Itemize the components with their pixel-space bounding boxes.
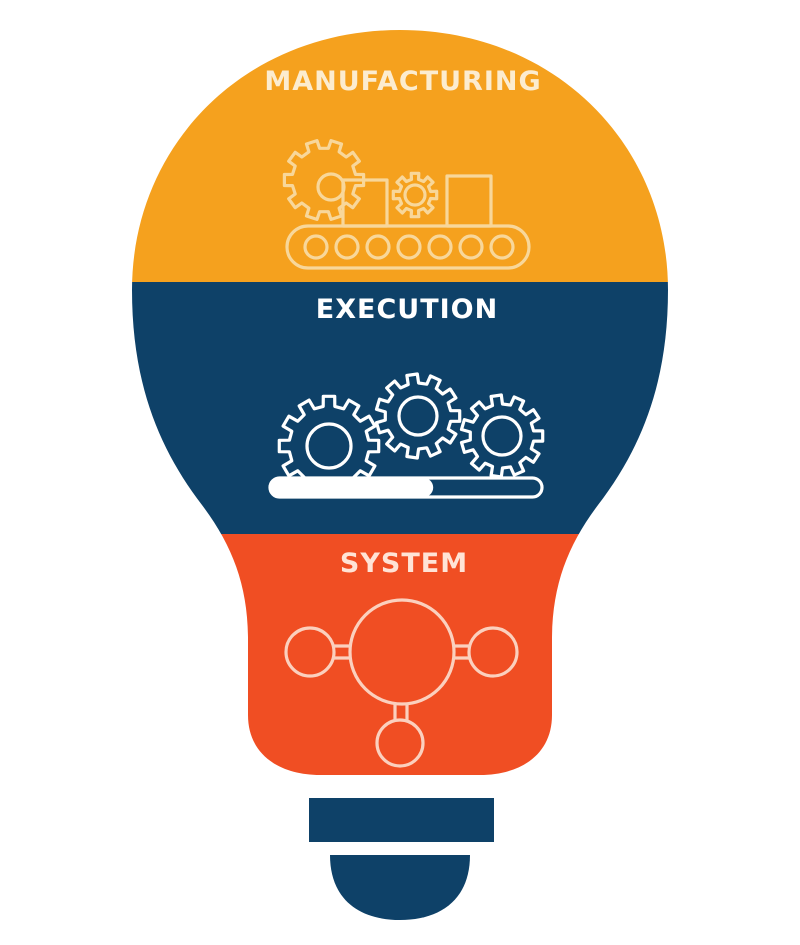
bottom-node [375, 718, 425, 768]
gear-icon [459, 393, 545, 479]
bulb-base-cap [330, 855, 470, 920]
system-label: SYSTEM [340, 548, 468, 579]
right-node [467, 626, 519, 678]
conveyor-belt [285, 224, 531, 270]
conveyor-roller [303, 234, 329, 260]
conveyor-belt-icon [282, 139, 531, 270]
conveyor-roller [396, 234, 422, 260]
network-nodes-icon [284, 598, 519, 768]
left-node [284, 626, 336, 678]
conveyor-roller [334, 234, 360, 260]
conveyor-rollers [303, 234, 515, 260]
conveyor-roller [427, 234, 453, 260]
bulb-base-bar [309, 798, 494, 842]
small-gear-icon [391, 171, 439, 219]
hub-node [348, 598, 456, 706]
execution-label: EXECUTION [316, 294, 498, 325]
gear-icon [374, 372, 462, 460]
manufacturing-label: MANUFACTURING [264, 66, 541, 97]
conveyor-roller [458, 234, 484, 260]
progress-fill [270, 478, 434, 497]
conveyor-roller [365, 234, 391, 260]
gears-progress-icon [268, 372, 545, 499]
conveyor-roller [489, 234, 515, 260]
